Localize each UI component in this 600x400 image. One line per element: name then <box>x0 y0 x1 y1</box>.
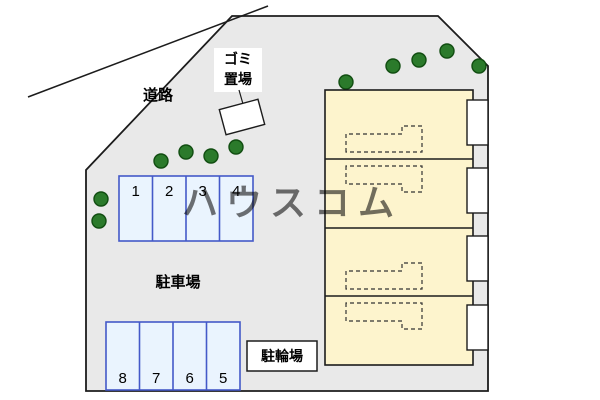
parking-row-bottom: 8 7 6 5 <box>105 321 241 391</box>
parking-stall-number: 2 <box>165 183 173 200</box>
parking-stall-number: 8 <box>119 370 127 387</box>
tree-icon <box>338 74 354 90</box>
balcony <box>466 99 489 146</box>
garbage-shed <box>218 98 266 136</box>
tree-icon <box>153 153 169 169</box>
garbage-label-line1: ゴミ <box>224 51 252 67</box>
parking-stall-number: 3 <box>199 183 207 200</box>
entry-dashed-outline <box>345 165 423 193</box>
parking-row-top: 1 2 3 4 <box>118 175 254 242</box>
parking-stall-number: 6 <box>186 370 194 387</box>
tree-icon <box>471 58 487 74</box>
entry-dashed-outline <box>345 302 423 330</box>
watermark: ハウスコム <box>182 182 402 223</box>
parking-area-label: 駐車場 <box>155 273 200 291</box>
garbage-pointer-line <box>238 89 244 105</box>
tree-icon <box>439 43 455 59</box>
balcony <box>466 235 489 282</box>
parking-stall-number: 1 <box>132 183 140 200</box>
road-line <box>27 5 269 98</box>
tree-icon <box>228 139 244 155</box>
tree-icon <box>203 148 219 164</box>
entry-dashed-outline <box>345 262 423 290</box>
parking-stall-number: 4 <box>232 183 240 200</box>
entry-dashed-outline <box>345 125 423 153</box>
bicycle-parking-label: 駐輪場 <box>261 348 303 364</box>
balcony <box>466 167 489 214</box>
parking-stall-number: 7 <box>152 370 160 387</box>
tree-icon <box>93 191 109 207</box>
tree-icon <box>385 58 401 74</box>
tree-icon <box>178 144 194 160</box>
bicycle-parking-box <box>246 340 318 372</box>
tree-icon <box>91 213 107 229</box>
road-label: 道路 <box>143 86 174 104</box>
parking-stall-number: 5 <box>219 370 227 387</box>
balcony <box>466 304 489 351</box>
garbage-label-line2: 置場 <box>224 71 252 87</box>
tree-icon <box>411 52 427 68</box>
garbage-label-bg <box>214 48 262 92</box>
